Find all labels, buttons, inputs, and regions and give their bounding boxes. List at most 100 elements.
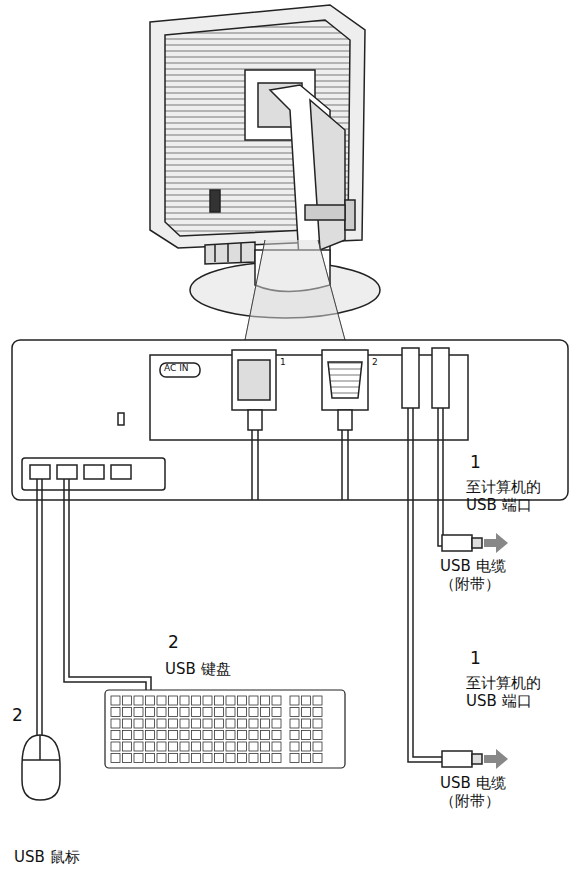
keyboard-key <box>203 696 212 705</box>
keyboard-key <box>157 719 166 728</box>
keyboard-key <box>290 696 299 705</box>
keyboard-key <box>313 754 322 763</box>
keyboard-key <box>111 754 120 763</box>
keyboard-key <box>157 754 166 763</box>
keyboard-key <box>134 696 143 705</box>
keyboard-key <box>261 742 270 751</box>
keyboard-key <box>180 731 189 740</box>
keyboard-key <box>157 708 166 717</box>
keyboard-key <box>290 719 299 728</box>
port-label: AC IN <box>164 364 204 373</box>
keyboard-key <box>157 742 166 751</box>
keyboard-key <box>123 696 132 705</box>
keyboard-key <box>302 742 311 751</box>
keyboard-key <box>238 742 247 751</box>
keyboard-key <box>272 731 281 740</box>
keyboard-key <box>146 742 155 751</box>
keyboard-key <box>261 708 270 717</box>
keyboard-key <box>192 708 201 717</box>
usb-mouse <box>22 735 60 800</box>
keyboard-key <box>238 719 247 728</box>
keyboard-key <box>203 708 212 717</box>
keyboard-key <box>272 754 281 763</box>
keyboard-key <box>226 754 235 763</box>
keyboard-key <box>249 731 258 740</box>
keyboard-key <box>249 719 258 728</box>
keyboard-key <box>123 742 132 751</box>
keyboard-key <box>226 696 235 705</box>
keyboard-key <box>192 742 201 751</box>
keyboard-key <box>302 696 311 705</box>
callout-number: 1 <box>470 452 490 472</box>
keyboard-key <box>111 719 120 728</box>
keyboard-key <box>290 731 299 740</box>
keyboard-key <box>290 742 299 751</box>
keyboard-key <box>111 742 120 751</box>
callout-number: 2 <box>12 705 32 725</box>
keyboard-key <box>215 754 224 763</box>
keyboard-key <box>146 708 155 717</box>
keyboard-key <box>180 696 189 705</box>
cables <box>37 408 443 762</box>
keyboard-key <box>169 708 178 717</box>
keyboard-key <box>123 708 132 717</box>
keyboard-key <box>134 754 143 763</box>
keyboard-key <box>180 754 189 763</box>
keyboard-key <box>180 719 189 728</box>
keyboard-key <box>249 742 258 751</box>
keyboard-key <box>249 696 258 705</box>
keyboard-key <box>146 696 155 705</box>
keyboard-key <box>146 731 155 740</box>
callout-number: 2 <box>168 632 188 652</box>
keyboard-key <box>272 719 281 728</box>
keyboard-key <box>215 708 224 717</box>
keyboard-key <box>134 719 143 728</box>
keyboard-key <box>169 731 178 740</box>
keyboard-key <box>226 731 235 740</box>
destination-note: 至计算机的 USB 端口 <box>466 478 562 514</box>
connector-panel <box>12 340 568 500</box>
keyboard-key <box>203 731 212 740</box>
keyboard-key <box>313 708 322 717</box>
keyboard-key <box>238 731 247 740</box>
keyboard-key <box>313 742 322 751</box>
keyboard-key <box>302 719 311 728</box>
keyboard-key <box>169 719 178 728</box>
keyboard-key <box>302 731 311 740</box>
keyboard-key <box>134 708 143 717</box>
callout-number: 1 <box>470 648 490 668</box>
keyboard-key <box>261 719 270 728</box>
zoom-lines <box>245 240 345 340</box>
keyboard-key <box>272 696 281 705</box>
cable-label: USB 电缆 （附带） <box>440 557 522 593</box>
keyboard-key <box>313 719 322 728</box>
keyboard-key <box>261 754 270 763</box>
usb-keyboard <box>105 690 345 768</box>
keyboard-key <box>313 731 322 740</box>
keyboard-key <box>261 696 270 705</box>
keyboard-key <box>169 742 178 751</box>
keyboard-key <box>192 719 201 728</box>
destination-note: 至计算机的 USB 端口 <box>466 674 562 710</box>
keyboard-key <box>192 731 201 740</box>
keyboard-key <box>203 719 212 728</box>
keyboard-key <box>180 708 189 717</box>
keyboard-key <box>226 719 235 728</box>
keyboard-key <box>111 708 120 717</box>
keyboard-key <box>302 708 311 717</box>
keyboard-key <box>111 731 120 740</box>
keyboard-key <box>302 754 311 763</box>
keyboard-key <box>157 696 166 705</box>
keyboard-key <box>238 708 247 717</box>
port-number: 2 <box>372 358 384 367</box>
keyboard-key <box>215 719 224 728</box>
keyboard-key <box>123 719 132 728</box>
keyboard-key <box>169 696 178 705</box>
port-number: 1 <box>280 358 292 367</box>
keyboard-key <box>192 754 201 763</box>
keyboard-key <box>238 754 247 763</box>
keyboard-key <box>134 742 143 751</box>
keyboard-key <box>192 696 201 705</box>
keyboard-key <box>226 708 235 717</box>
